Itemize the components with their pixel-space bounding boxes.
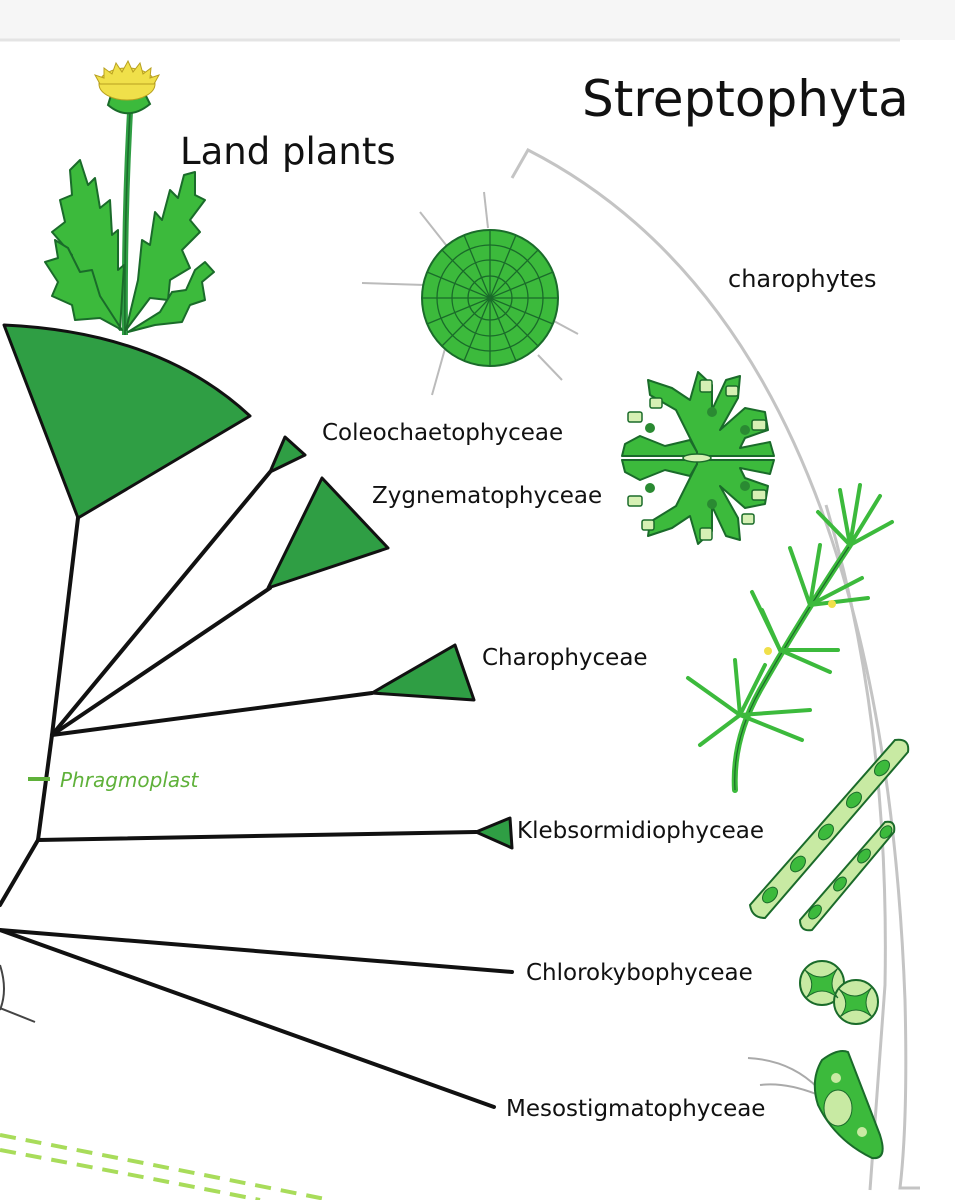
chlorokybus-icon	[799, 960, 879, 1025]
edge-fragment	[0, 964, 36, 1023]
mesostigmatophyceae-label: Mesostigmatophyceae	[506, 1096, 766, 1122]
branch-phragmoplast-node	[36, 733, 54, 842]
charophytes-bracket	[824, 504, 887, 1191]
klebsormidium-icon	[748, 738, 910, 932]
green-dashes	[0, 1133, 331, 1200]
zygnematophyceae-label: Zygnematophyceae	[372, 483, 603, 509]
clade-zygnematophyceae	[266, 476, 390, 590]
coleochaetophyceae-label: Coleochaetophyceae	[322, 420, 564, 446]
phragmoplast-label: Phragmoplast	[60, 768, 199, 792]
branch-mesostigmatophyceae	[0, 928, 496, 1109]
streptophyta-bracket	[510, 148, 920, 1190]
branch-coleochaetophyceae	[50, 470, 272, 737]
charophyceae-label: Charophyceae	[482, 645, 648, 671]
branch-klebsormidiophyceae	[36, 830, 478, 842]
klebsormidiophyceae-label: Klebsormidiophyceae	[517, 818, 765, 844]
branch-stem	[0, 838, 40, 907]
branch-land-plants	[50, 516, 80, 737]
land-plants-label: Land plants	[180, 130, 396, 173]
dandelion-icon	[44, 59, 215, 336]
clade-klebsormidiophyceae	[474, 816, 514, 850]
mesostigma-icon	[747, 1050, 884, 1160]
top-band	[0, 0, 955, 40]
coleochaete-icon	[361, 191, 579, 396]
clade-triangles	[2, 323, 514, 850]
clade-coleochaetophyceae	[268, 435, 307, 474]
chlorokybophyceae-label: Chlorokybophyceae	[526, 960, 753, 986]
chara-icon	[686, 483, 894, 793]
clade-charophyceae	[370, 643, 476, 702]
tree-branches	[0, 470, 514, 1109]
charophytes-label: charophytes	[728, 265, 877, 293]
desmid-icon	[621, 371, 775, 545]
branch-charophyceae	[50, 691, 374, 737]
branch-zygnematophyceae	[50, 586, 272, 737]
branch-chlorokybophyceae	[0, 928, 514, 974]
clade-land-plants	[2, 323, 252, 520]
streptophyta-title: Streptophyta	[582, 70, 909, 128]
